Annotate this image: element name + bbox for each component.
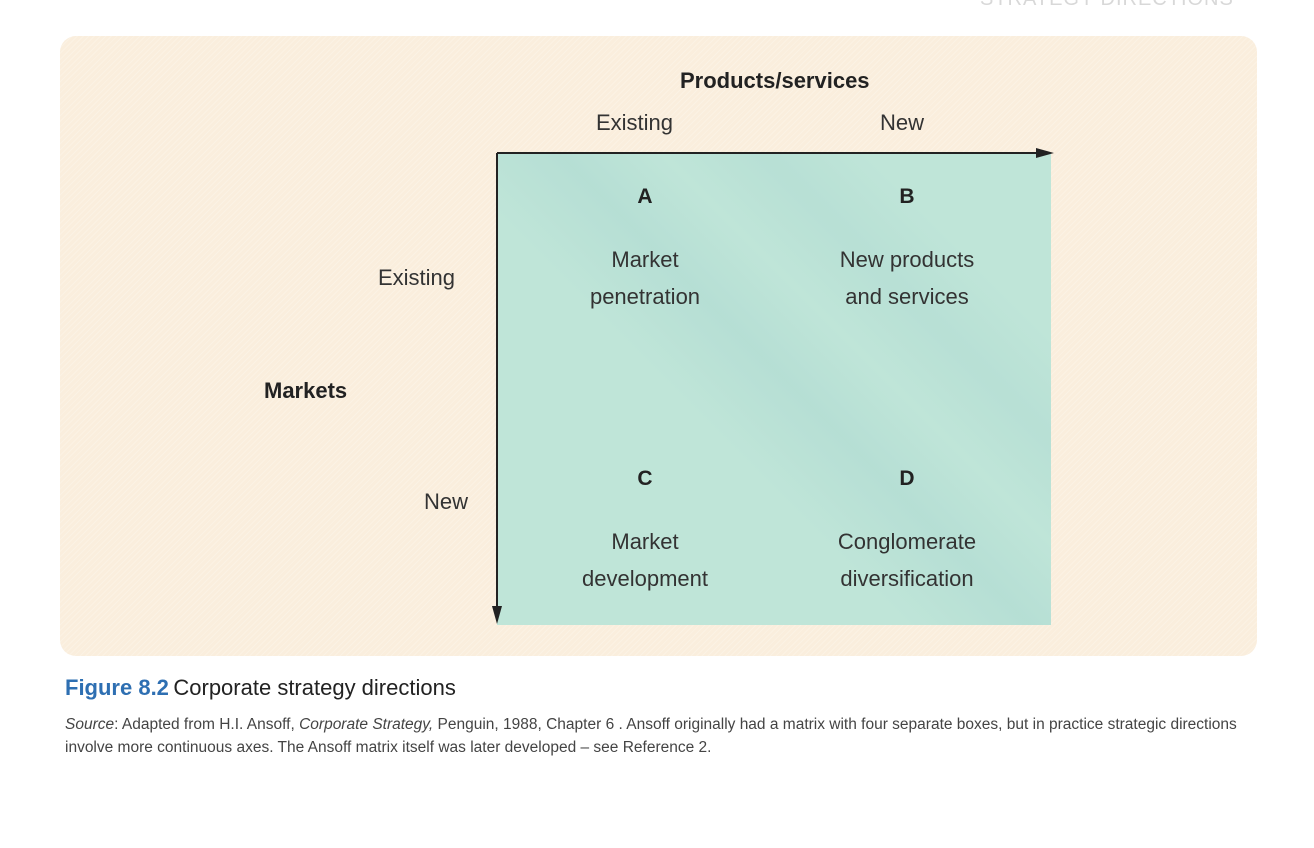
quadrant-a-letter: A xyxy=(637,185,653,208)
left-label-existing: Existing xyxy=(378,265,456,290)
products-axis-title: Products/services xyxy=(680,68,870,93)
markets-axis-title: Markets xyxy=(264,378,348,403)
source-pre: : Adapted from H.I. Ansoff, xyxy=(114,716,300,733)
top-label-existing: Existing xyxy=(596,110,674,135)
quadrant-a-line1: Market xyxy=(611,247,679,272)
source-book-title: Corporate Strategy, xyxy=(299,716,434,733)
quadrant-d-line1: Conglomerate xyxy=(837,529,977,554)
ansoff-matrix xyxy=(497,153,1051,625)
source-post: Penguin, 1988, Chapter 6 . Ansoff origin… xyxy=(65,716,1237,756)
figure-source: Source: Adapted from H.I. Ansoff, Corpor… xyxy=(65,713,1255,759)
quadrant-c-letter: C xyxy=(637,467,653,490)
quadrant-b-label: New products and services xyxy=(787,241,1027,315)
quadrant-a-line2: penetration xyxy=(589,284,701,309)
quadrant-b-line1: New products xyxy=(839,247,975,272)
matrix-shading xyxy=(497,153,1051,625)
figure-title: Corporate strategy directions xyxy=(173,675,456,700)
quadrant-c-label: Market development xyxy=(525,523,765,597)
top-label-new: New xyxy=(880,110,925,135)
quadrant-c-line2: development xyxy=(582,566,708,591)
quadrant-c-line1: Market xyxy=(611,529,679,554)
figure-number: Figure 8.2 xyxy=(65,675,169,700)
quadrant-b-letter: B xyxy=(899,185,915,208)
left-label-new: New xyxy=(424,489,469,514)
header-fragment: STRATEGY DIRECTIONS xyxy=(980,0,1234,11)
quadrant-d-label: Conglomerate diversification xyxy=(787,523,1027,597)
quadrant-a-label: Market penetration xyxy=(525,241,765,315)
quadrant-b-line2: and services xyxy=(845,284,969,309)
figure-caption: Figure 8.2 Corporate strategy directions xyxy=(65,675,456,701)
quadrant-d-letter: D xyxy=(899,467,915,490)
quadrant-d-line2: diversification xyxy=(840,566,974,591)
source-label: Source xyxy=(65,716,115,733)
